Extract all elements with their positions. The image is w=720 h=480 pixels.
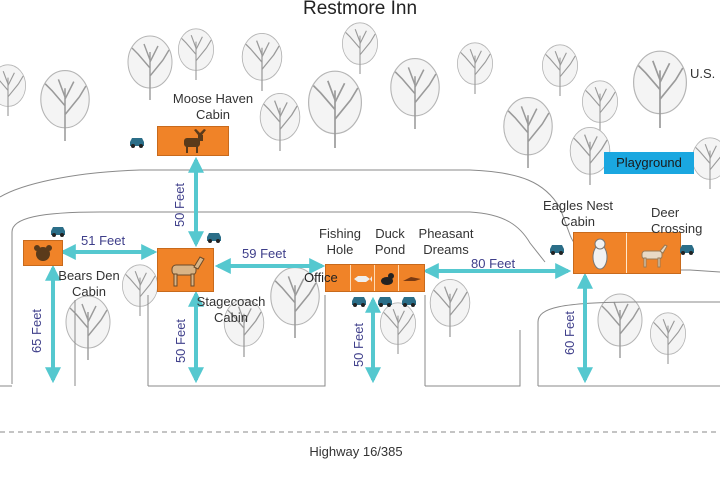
- office-building[interactable]: Office: [304, 264, 425, 292]
- distance-office-eagles: 80 Feet: [471, 256, 516, 271]
- tree-icon: [581, 80, 619, 133]
- tree-icon: [597, 293, 643, 358]
- tree-group: [0, 22, 720, 365]
- cell-divider: [626, 233, 627, 273]
- moose-haven-cabin[interactable]: [157, 126, 229, 156]
- duck-icon: [381, 273, 394, 285]
- stagecoach-cabin[interactable]: [157, 248, 214, 292]
- tree-icon: [503, 97, 553, 169]
- tree-icon: [223, 298, 265, 358]
- bear-icon: [34, 245, 52, 261]
- pheasant-icon: [403, 277, 421, 281]
- tree-icon: [649, 312, 687, 365]
- distance-eagles-road: 60 Feet: [562, 310, 577, 356]
- cell-divider: [398, 265, 399, 291]
- bears-den-cabin[interactable]: [23, 240, 63, 266]
- tree-icon: [0, 64, 26, 117]
- loop-office: [424, 295, 521, 387]
- car-icon: [378, 297, 392, 307]
- fish-icon: [354, 276, 372, 282]
- distance-stage-road: 50 Feet: [173, 318, 188, 364]
- eagles-deer-cabins[interactable]: [573, 232, 681, 274]
- distance-bears-stage: 51 Feet: [81, 233, 126, 248]
- label-duck-pond: Duck Pond: [374, 226, 406, 257]
- cell-divider: [350, 265, 351, 291]
- label-moose-haven: Moose Haven Cabin: [172, 91, 254, 122]
- distance-arrows: [45, 156, 593, 384]
- label-fishing-hole: Fishing Hole: [319, 226, 361, 257]
- car-icon: [402, 297, 416, 307]
- label-eagles-nest: Eagles Nest Cabin: [542, 198, 614, 229]
- tree-icon: [692, 137, 720, 190]
- cell-divider: [374, 265, 375, 291]
- car-icon: [550, 245, 564, 255]
- distance-bears-road: 65 Feet: [29, 308, 44, 354]
- distance-stage-office: 59 Feet: [242, 246, 287, 261]
- car-icon: [207, 233, 221, 243]
- horse-icon: [171, 256, 205, 287]
- deer-icon: [641, 244, 668, 268]
- tree-icon: [40, 70, 90, 142]
- distance-moose-stage: 50 Feet: [172, 182, 187, 228]
- inner-drive: [11, 211, 546, 384]
- tree-icon: [121, 264, 159, 317]
- map-title: Restmore Inn: [302, 0, 418, 19]
- tree-icon: [307, 70, 363, 149]
- label-bears-den: Bears Den Cabin: [58, 268, 120, 299]
- tree-icon: [65, 295, 111, 360]
- label-stagecoach: Stagecoach Cabin: [196, 294, 266, 325]
- loop-right: [537, 301, 720, 387]
- edge-label: U.S.: [690, 66, 716, 81]
- label-pheasant-dreams: Pheasant Dreams: [418, 226, 474, 257]
- highway-label: Highway 16/385: [309, 444, 403, 459]
- tree-icon: [390, 58, 440, 130]
- car-icon: [352, 297, 366, 307]
- tree-icon: [632, 50, 688, 129]
- tree-icon: [127, 35, 173, 100]
- tree-icon: [456, 42, 494, 95]
- office-label: Office: [304, 270, 338, 285]
- distance-office-road: 50 Feet: [351, 322, 366, 368]
- playground[interactable]: Playground: [604, 152, 694, 174]
- car-icon: [680, 245, 694, 255]
- loop-stage: [147, 295, 326, 387]
- tree-icon: [569, 126, 611, 186]
- tree-icon: [379, 302, 417, 355]
- tree-icon: [259, 92, 301, 152]
- tree-icon: [541, 44, 579, 97]
- tree-icon: [341, 22, 379, 75]
- tree-icon: [241, 32, 283, 92]
- tree-icon: [177, 28, 215, 81]
- tree-icon: [429, 278, 471, 338]
- car-icon: [51, 227, 65, 237]
- eagle-icon: [592, 238, 608, 270]
- label-deer-crossing: Deer Crossing Cabin: [651, 205, 703, 239]
- car-icon: [130, 138, 144, 148]
- moose-icon: [184, 129, 206, 153]
